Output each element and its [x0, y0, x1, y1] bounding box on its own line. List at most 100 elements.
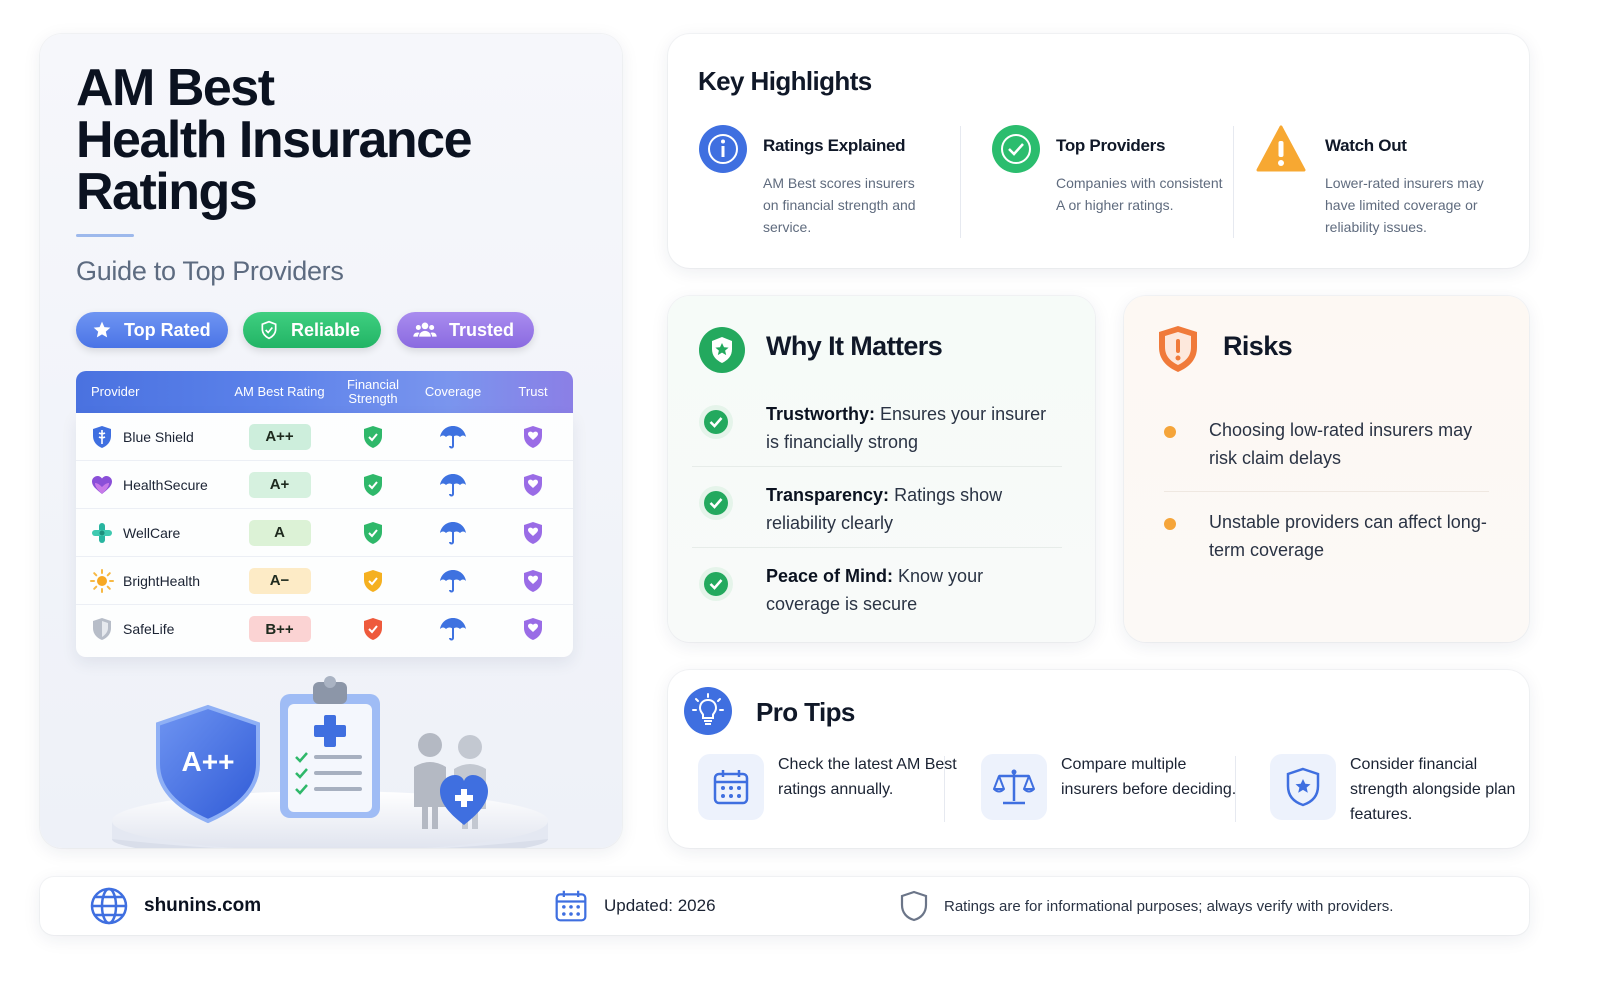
lightbulb-icon — [684, 687, 732, 735]
a-plus-plus-shield-icon — [156, 704, 260, 824]
trust-shield-icon — [524, 473, 542, 496]
updated-text: Updated: 2026 — [604, 896, 716, 915]
why-it-matters-card: Why It Matters Trustworthy: Ensures your… — [668, 296, 1095, 642]
highlight-text: Lower-rated insurers may have limited co… — [1325, 175, 1484, 235]
shield-rating-label: A++ — [182, 746, 235, 777]
shield-star-icon — [699, 327, 745, 373]
people-icon — [413, 322, 437, 337]
calendar-icon — [555, 890, 587, 922]
tip-text: Consider financial strength alongside pl… — [1350, 756, 1516, 823]
why-it-matters-title: Why It Matters — [766, 331, 943, 361]
provider-cell: SafeLife — [76, 617, 226, 641]
disclaimer-text: Ratings are for informational purposes; … — [944, 897, 1394, 915]
footer-bar: shunins.com Updated: 2026 Ratings are fo… — [40, 877, 1529, 935]
insurance-illustration: A++ — [112, 676, 548, 848]
shield-check-icon — [261, 320, 277, 340]
shield-check-icon — [364, 569, 382, 592]
ratings-table: Provider AM Best Rating Financial Streng… — [76, 371, 573, 657]
globe-icon — [90, 887, 128, 925]
pro-tips-card: Pro Tips Check the latest AM Best rating… — [668, 670, 1529, 848]
tip-divider — [944, 756, 945, 822]
umbrella-icon — [440, 425, 466, 448]
table-row: Blue Shield A++ — [76, 413, 573, 461]
ratings-guide-panel: AM Best Health Insurance Ratings Guide t… — [40, 34, 622, 848]
umbrella-icon — [440, 569, 466, 592]
shield-check-icon — [364, 618, 382, 640]
trust-shield-icon — [524, 618, 542, 640]
risks-card: Risks Choosing low-rated insurers may ri… — [1124, 296, 1529, 642]
key-highlights-card: Key Highlights Ratings Explained AM Best… — [668, 34, 1529, 268]
risks-divider — [1164, 491, 1489, 492]
umbrella-icon — [440, 473, 466, 496]
page-title: AM Best Health Insurance Ratings — [76, 59, 473, 221]
highlight-heading: Top Providers — [1056, 136, 1166, 155]
tip-text: Check the latest AM Best ratings annuall… — [778, 756, 957, 798]
warning-icon — [1256, 125, 1306, 172]
why-divider — [692, 466, 1062, 467]
pro-tips-title: Pro Tips — [756, 697, 855, 727]
check-circle-icon — [699, 486, 733, 520]
trusted-pill: Trusted — [397, 312, 534, 348]
check-circle-icon — [992, 125, 1040, 173]
blue-shield-logo-icon — [93, 425, 111, 448]
footer-updated: Updated: 2026 — [554, 877, 716, 935]
provider-cell: BrightHealth — [76, 568, 226, 593]
rating-badge: A+ — [248, 471, 311, 498]
site-link[interactable]: shunins.com — [144, 895, 262, 916]
heart-logo-icon — [92, 475, 112, 494]
rating-badge: B++ — [248, 616, 311, 642]
highlight-text: Companies with consistent A or higher ra… — [1056, 175, 1223, 213]
provider-cell: WellCare — [76, 521, 226, 545]
trust-shield-icon — [524, 425, 542, 448]
table-header: Provider AM Best Rating Financial Streng… — [76, 371, 573, 413]
rating-badge: A− — [248, 567, 311, 594]
rating-badge: A — [248, 519, 311, 546]
provider-cell: HealthSecure — [76, 473, 226, 497]
umbrella-icon — [440, 521, 466, 544]
check-circle-icon — [699, 567, 733, 601]
table-row: BrightHealth A− — [76, 557, 573, 605]
column-header-financial-strength: Financial Strength — [346, 377, 400, 406]
key-highlights-title: Key Highlights — [698, 66, 872, 96]
warning-shield-icon — [1159, 326, 1197, 372]
grey-shield-logo-icon — [93, 618, 111, 640]
calendar-icon — [713, 770, 749, 805]
sun-logo-icon — [90, 568, 114, 593]
clipboard-icon — [280, 676, 380, 818]
footer-disclaimer: Ratings are for informational purposes; … — [900, 877, 1393, 935]
footer-site[interactable]: shunins.com — [90, 877, 261, 935]
highlight-divider — [960, 126, 961, 238]
bullet-dot — [1164, 426, 1176, 438]
shield-check-icon — [364, 521, 382, 544]
risks-title: Risks — [1223, 331, 1293, 361]
medical-cross-logo-icon — [92, 522, 112, 543]
top-rated-pill: Top Rated — [76, 312, 228, 348]
table-row: SafeLife B++ — [76, 605, 573, 653]
tip-divider — [1235, 756, 1236, 822]
column-header-trust: Trust — [518, 384, 548, 399]
shield-check-icon — [364, 425, 382, 448]
title-divider — [76, 234, 134, 237]
column-header-coverage: Coverage — [424, 384, 482, 399]
info-icon — [699, 125, 747, 173]
shield-star-icon — [1286, 767, 1320, 807]
umbrella-icon — [440, 618, 466, 641]
trust-shield-icon — [524, 569, 542, 592]
column-header-rating: AM Best Rating — [234, 384, 325, 399]
table-row: WellCare A — [76, 509, 573, 557]
provider-cell: Blue Shield — [76, 425, 226, 449]
scales-icon — [993, 769, 1035, 805]
shield-outline-icon — [900, 890, 928, 922]
highlight-divider — [1233, 126, 1234, 238]
bullet-dot — [1164, 518, 1176, 530]
column-header-provider: Provider — [91, 384, 140, 399]
page-subtitle: Guide to Top Providers — [76, 256, 344, 286]
highlight-text: AM Best scores insurers on financial str… — [763, 175, 916, 235]
table-body: Blue Shield A++ HealthSecure A+ — [76, 413, 573, 657]
rating-badge: A++ — [248, 423, 311, 450]
star-icon — [93, 321, 111, 338]
reliable-pill: Reliable — [243, 312, 381, 348]
highlight-heading: Ratings Explained — [763, 136, 906, 155]
shield-check-icon — [364, 473, 382, 496]
table-row: HealthSecure A+ — [76, 461, 573, 509]
